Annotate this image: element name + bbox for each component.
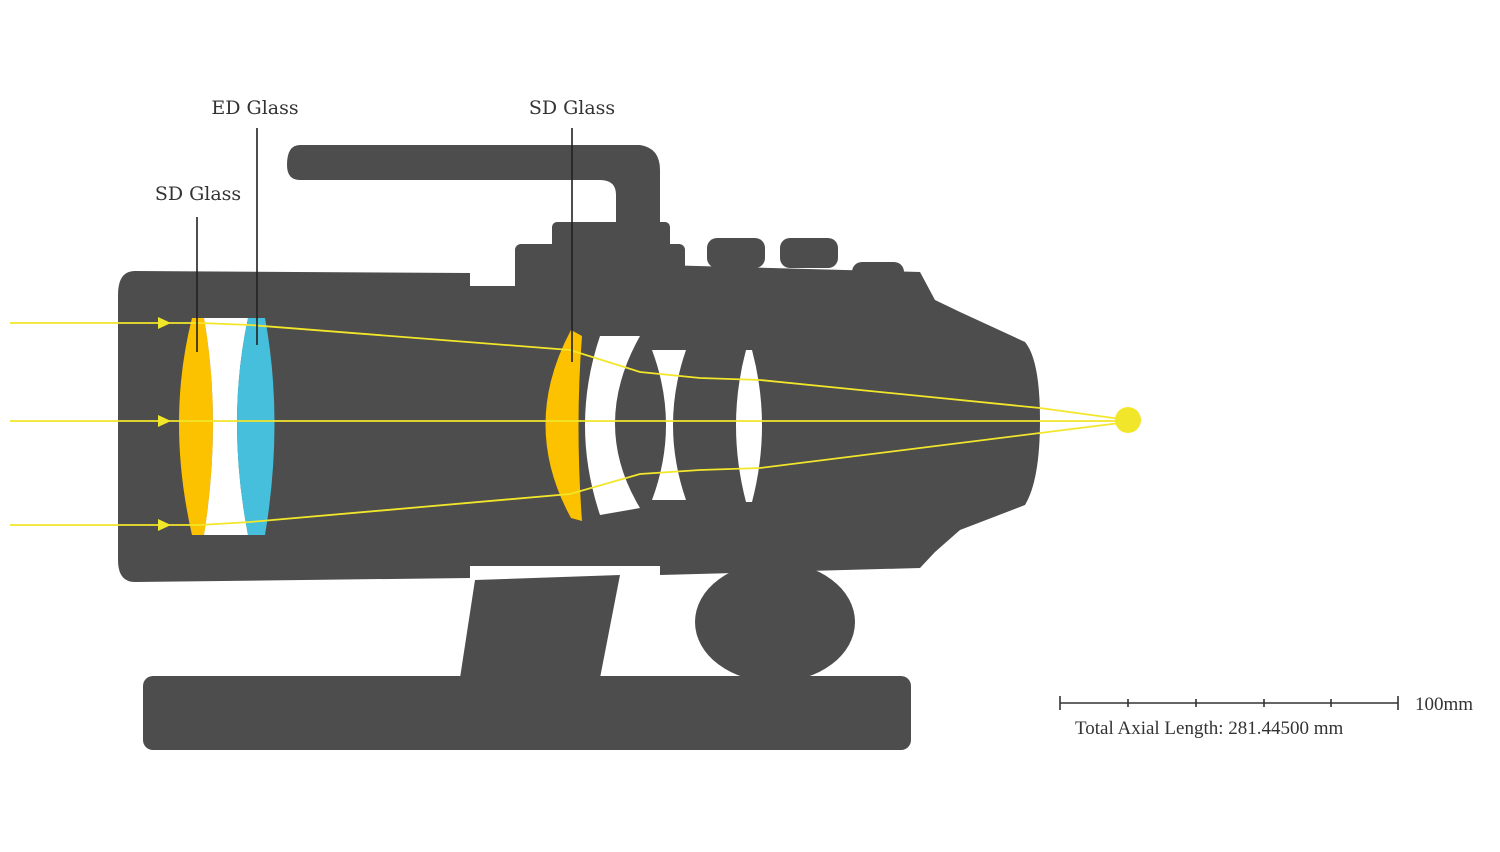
main-tube	[118, 271, 470, 582]
rear-lens-group	[545, 330, 762, 521]
arrow-right-icon	[158, 415, 171, 427]
ed-glass-element	[237, 318, 275, 535]
scale-bar-unit-label: 100mm	[1415, 694, 1473, 715]
focus-wheel	[695, 562, 855, 682]
meniscus-element	[585, 336, 640, 515]
concave-element	[652, 350, 686, 500]
total-axial-length-caption: Total Axial Length: 281.44500 mm	[1075, 718, 1344, 739]
callouts	[196, 128, 573, 362]
dovetail-mount	[460, 575, 620, 678]
base-rail	[143, 676, 911, 750]
label-ed-glass: ED Glass	[211, 97, 298, 119]
mount-collar	[515, 244, 685, 292]
sd-glass-rear-element	[545, 330, 582, 521]
focuser-knob-3	[852, 262, 904, 292]
arrow-right-icon	[158, 519, 171, 531]
arrow-heads	[158, 317, 171, 531]
label-sd-glass-rear: SD Glass	[529, 97, 615, 119]
ray-path-bottom	[160, 421, 1129, 526]
focuser-knob-1	[707, 238, 765, 268]
ray-path-top	[160, 322, 1129, 421]
clear-glass-front-element	[204, 318, 248, 535]
focal-point-dot-icon	[1115, 407, 1141, 433]
sd-glass-front-element	[179, 318, 213, 535]
scale-bar	[1059, 696, 1399, 710]
biconvex-element	[736, 350, 762, 502]
carrying-handle	[287, 145, 660, 244]
focuser-knob-2	[780, 238, 838, 268]
arrow-right-icon	[158, 317, 171, 329]
light-rays	[10, 322, 1129, 526]
front-lens-group	[179, 318, 275, 535]
label-sd-glass-front: SD Glass	[155, 183, 241, 205]
focuser-body	[660, 265, 1040, 575]
